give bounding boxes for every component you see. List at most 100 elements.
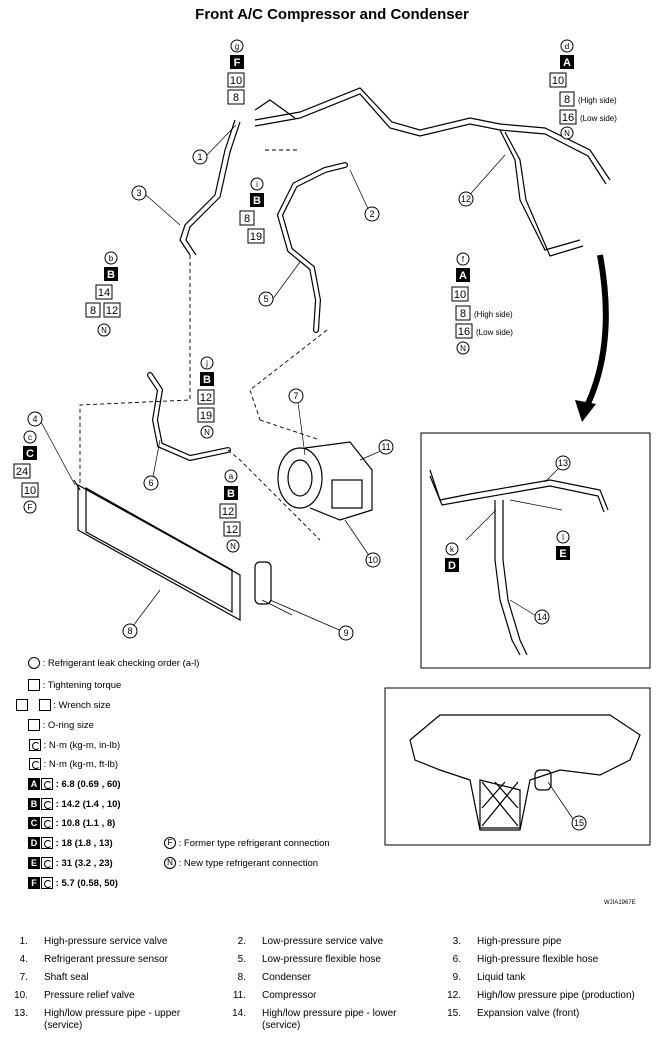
part-label-4: 4	[27, 411, 43, 427]
legend-oring: : O-ring size	[28, 717, 94, 733]
svg-text:B: B	[227, 488, 235, 500]
pipe-14	[494, 500, 521, 656]
pipe-upper-run-2	[254, 93, 607, 185]
pipe-upper-run	[254, 87, 611, 181]
box-symbol	[28, 719, 40, 731]
svg-text:f: f	[462, 255, 465, 264]
svg-text:B: B	[203, 374, 211, 386]
svg-text:14: 14	[98, 287, 110, 299]
svg-text:2: 2	[369, 209, 374, 219]
legend-torque-e: E : 31 (3.2 , 23)	[28, 855, 113, 871]
svg-text:(High side): (High side)	[578, 96, 617, 105]
callout-i: i B 8 19	[239, 177, 265, 244]
svg-text:12: 12	[200, 392, 212, 404]
legend-leak-order: : Refrigerant leak checking order (a-l)	[28, 655, 199, 671]
svg-text:8: 8	[460, 308, 466, 320]
legend-torque-d: D : 18 (1.8 , 13)	[28, 835, 113, 851]
inset-service-pipes	[420, 432, 651, 669]
parts-row: 10.Pressure relief valve 11.Compressor 1…	[14, 990, 635, 1001]
legend-tightening: : Tightening torque	[28, 677, 121, 693]
part-label-3: 3	[131, 185, 147, 201]
pipe-3-b	[185, 121, 241, 256]
pipe-12-branch	[499, 129, 581, 251]
callout-l: l E	[556, 530, 570, 560]
callout-f: f A 10 8 (High side) 16 (Low side) N	[451, 252, 513, 355]
box-symbol	[28, 679, 40, 691]
legend-former: F : Former type refrigerant connection	[164, 835, 330, 851]
legend-nm-inlb: : N·m (kg-m, in-lb)	[28, 737, 120, 753]
parts-row: 13.High/low pressure pipe - upper (servi…	[14, 1008, 580, 1031]
part-label-15: 15	[571, 815, 587, 831]
torque-wrench-icon	[41, 798, 53, 810]
box-symbol	[38, 699, 51, 711]
svg-text:A: A	[459, 270, 467, 282]
part-label-1: 1	[192, 149, 208, 165]
svg-text:d: d	[565, 42, 569, 51]
part-label-11: 11	[378, 439, 394, 455]
svg-text:16: 16	[458, 326, 470, 338]
heater-unit	[409, 714, 641, 831]
svg-text:N: N	[230, 542, 236, 551]
legend-nm-ftlb: : N·m (kg-m, ft-lb)	[28, 756, 118, 772]
box-symbol	[16, 699, 28, 711]
svg-text:19: 19	[200, 410, 212, 422]
torque-wrench-icon	[41, 778, 53, 790]
svg-text:12: 12	[106, 305, 118, 317]
callout-d: d A 10 8 (High side) 16 (Low side) N	[549, 39, 617, 140]
callout-a: a B 12 12 N	[219, 469, 241, 553]
svg-text:10: 10	[454, 289, 466, 301]
svg-text:N: N	[460, 344, 466, 353]
torque-wrench-icon	[29, 739, 41, 751]
svg-text:g: g	[235, 42, 239, 51]
svg-text:11: 11	[381, 442, 390, 452]
svg-text:10: 10	[230, 75, 242, 87]
svg-text:8: 8	[90, 305, 96, 317]
svg-text:c: c	[28, 433, 32, 442]
svg-text:3: 3	[136, 188, 141, 198]
svg-text:E: E	[559, 548, 566, 560]
torque-wrench-icon	[41, 877, 53, 889]
svg-text:l: l	[562, 533, 564, 542]
liquid-tank	[254, 561, 272, 605]
legend-new: N : New type refrigerant connection	[164, 855, 318, 871]
svg-text:14: 14	[537, 612, 547, 622]
svg-text:8: 8	[127, 626, 132, 636]
svg-text:4: 4	[32, 414, 37, 424]
part-label-12: 12	[458, 191, 474, 207]
pipe-13	[429, 469, 609, 511]
part-label-6: 6	[143, 475, 159, 491]
svg-text:8: 8	[233, 92, 239, 104]
part-label-13: 13	[555, 455, 571, 471]
svg-text:B: B	[107, 269, 115, 281]
svg-text:10: 10	[368, 555, 378, 565]
torque-wrench-icon	[41, 837, 53, 849]
callout-b: b B 14 8 12 N	[85, 251, 121, 337]
svg-text:5: 5	[263, 294, 268, 304]
part-label-5: 5	[258, 291, 274, 307]
svg-text:k: k	[450, 545, 455, 554]
svg-text:F: F	[28, 503, 33, 512]
pipe-1	[254, 99, 296, 119]
condenser	[77, 483, 241, 622]
legend-wrench: : Wrench size	[16, 697, 111, 713]
legend-torque-f: F : 5.7 (0.58, 50)	[28, 875, 118, 891]
svg-text:8: 8	[244, 213, 250, 225]
part-label-14: 14	[534, 609, 550, 625]
callout-k: k D	[445, 542, 459, 572]
svg-text:15: 15	[574, 818, 584, 828]
svg-text:6: 6	[148, 478, 153, 488]
svg-text:10: 10	[552, 75, 564, 87]
svg-text:12: 12	[222, 506, 234, 518]
parts-row: 1.High-pressure service valve 2.Low-pres…	[19, 936, 562, 947]
pipe-3	[179, 119, 236, 256]
svg-text:16: 16	[562, 112, 574, 124]
part-label-9: 9	[338, 625, 354, 641]
callout-j: j B 12 19 N	[197, 356, 215, 439]
diagram-title: Front A/C Compressor and Condenser	[195, 6, 469, 23]
svg-text:N: N	[101, 326, 107, 335]
svg-text:F: F	[234, 57, 241, 69]
svg-text:(Low side): (Low side)	[580, 114, 617, 123]
svg-text:B: B	[253, 195, 261, 207]
svg-text:(Low side): (Low side)	[476, 328, 513, 337]
svg-text:8: 8	[564, 94, 570, 106]
